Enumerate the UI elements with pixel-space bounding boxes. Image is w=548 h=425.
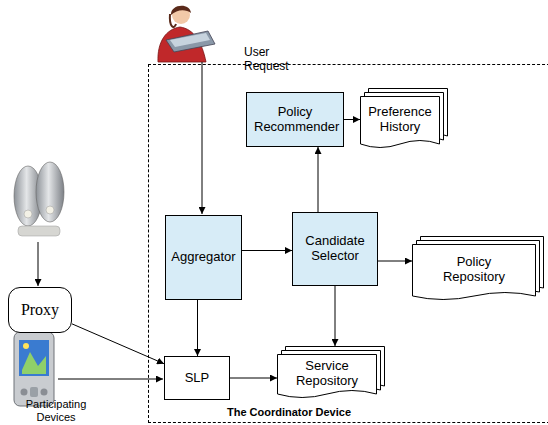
node-label: Aggregator: [171, 250, 235, 265]
process-box: SLP: [164, 356, 230, 400]
proxy-box: Proxy: [8, 287, 72, 333]
arrow-connector: [230, 378, 277, 379]
user-icon: [158, 6, 215, 62]
arrow-connector: [378, 261, 412, 262]
free-label: Participating Devices: [12, 398, 100, 423]
speaker-icon: [14, 162, 64, 236]
data-store: Preference History: [360, 88, 448, 150]
arrow-connector: [72, 324, 164, 364]
node-label: Candidate Selector: [296, 234, 374, 264]
speaker-arrow: [38, 242, 39, 286]
free-label: User Request: [244, 46, 300, 74]
process-box: Policy Recommender: [246, 92, 344, 147]
request-arrow: [202, 62, 203, 214]
process-box: Candidate Selector: [292, 212, 378, 286]
node-label: Proxy: [21, 301, 59, 319]
arrow-connector: [344, 119, 360, 120]
process-box: Aggregator: [165, 215, 242, 300]
pda-icon: [14, 332, 54, 406]
node-label: SLP: [185, 371, 210, 386]
node-label: Preference History: [364, 105, 436, 135]
node-label: Service Repository: [287, 359, 367, 389]
arrow-connector: [197, 300, 198, 356]
arrow-connector: [242, 250, 292, 251]
device-region: The Coordinator Device Policy Recommender…: [148, 64, 548, 423]
node-label: Policy Repository: [438, 255, 510, 285]
node-label: Policy Recommender: [254, 105, 336, 135]
arrow-connector: [335, 286, 336, 346]
data-store: Policy Repository: [412, 236, 544, 302]
arrow-connector: [318, 147, 319, 212]
data-store: Service Repository: [277, 346, 385, 400]
region-title: The Coordinator Device: [189, 406, 389, 419]
